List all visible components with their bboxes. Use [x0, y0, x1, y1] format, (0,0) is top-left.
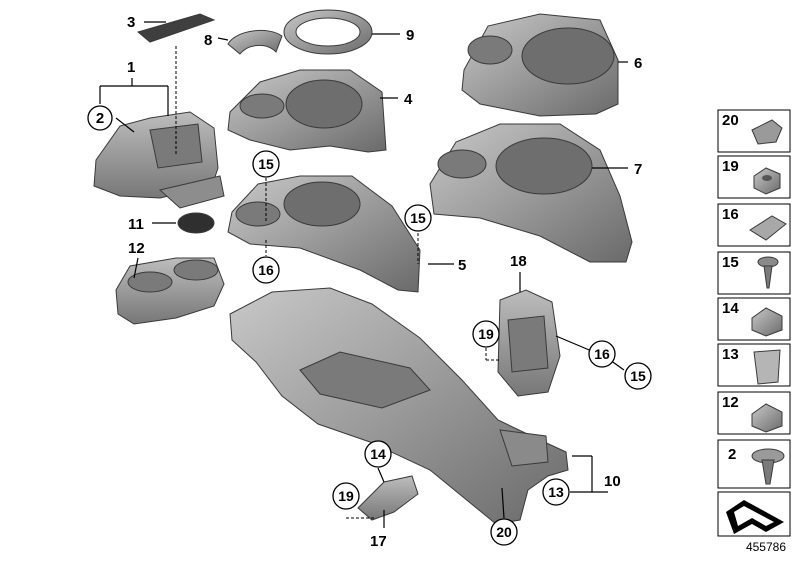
fastener-12-nut-icon [751, 403, 783, 433]
panel-label-15: 15 [722, 254, 739, 271]
panel-label-2: 2 [728, 446, 736, 463]
label-11: 11 [128, 216, 144, 233]
label-16-b: 16 [594, 346, 610, 362]
fastener-panel: 20 19 16 15 14 13 12 2 [717, 109, 791, 537]
part-8-ring [227, 30, 283, 55]
part-9-ring [283, 9, 373, 55]
fastener-20-clip-icon [751, 119, 783, 145]
label-20: 20 [496, 524, 512, 540]
label-6: 6 [634, 55, 642, 72]
callout-circles [87, 105, 652, 546]
fastener-2-rivet-icon [751, 448, 785, 485]
fastener-14-nut-icon [751, 307, 783, 337]
label-5: 5 [458, 257, 466, 274]
panel-label-20: 20 [722, 112, 739, 129]
fastener-15-screw-icon [757, 256, 779, 289]
part-labels: 3 1 2 8 9 4 6 7 11 12 5 15 16 15 18 19 1… [96, 14, 646, 550]
label-8: 8 [204, 32, 212, 49]
panel-label-16: 16 [722, 206, 739, 223]
label-12: 12 [128, 240, 145, 257]
arrow-symbol-icon [726, 500, 784, 534]
fastener-19-nut-icon [753, 167, 781, 195]
label-13: 13 [548, 484, 564, 500]
reference-number: 455786 [745, 540, 786, 554]
label-14: 14 [370, 446, 386, 462]
label-15-b: 15 [410, 210, 426, 226]
part-3-cover [136, 13, 216, 43]
part-7-bezel [429, 123, 633, 263]
part-main-console [229, 287, 569, 525]
label-2: 2 [96, 110, 104, 127]
label-19-a: 19 [478, 326, 494, 342]
panel-label-12: 12 [722, 394, 739, 411]
part-1-tray [93, 111, 225, 209]
fastener-13-clip-icon [753, 349, 781, 385]
part-5-shell [227, 175, 421, 293]
label-15-a: 15 [258, 156, 274, 172]
fastener-16-clip-icon [749, 215, 787, 241]
label-3: 3 [127, 14, 135, 31]
label-9: 9 [406, 27, 414, 44]
part-6-bezel [461, 13, 619, 117]
part-4-shell [227, 69, 387, 153]
label-18: 18 [510, 253, 527, 270]
label-7: 7 [634, 161, 642, 178]
part-17-bracket [357, 475, 419, 521]
label-10: 10 [604, 473, 621, 490]
label-19-b: 19 [338, 488, 354, 504]
panel-label-13: 13 [722, 346, 739, 363]
panel-label-14: 14 [722, 300, 739, 317]
label-17: 17 [370, 533, 387, 550]
label-1: 1 [127, 59, 135, 76]
label-4: 4 [404, 91, 413, 108]
part-18-bracket [497, 289, 561, 397]
part-11-disc [177, 212, 215, 234]
label-15-c: 15 [630, 368, 646, 384]
panel-label-19: 19 [722, 158, 739, 175]
part-12-cupholder [115, 257, 225, 325]
label-16-a: 16 [258, 262, 274, 278]
leader-lines [99, 21, 628, 528]
